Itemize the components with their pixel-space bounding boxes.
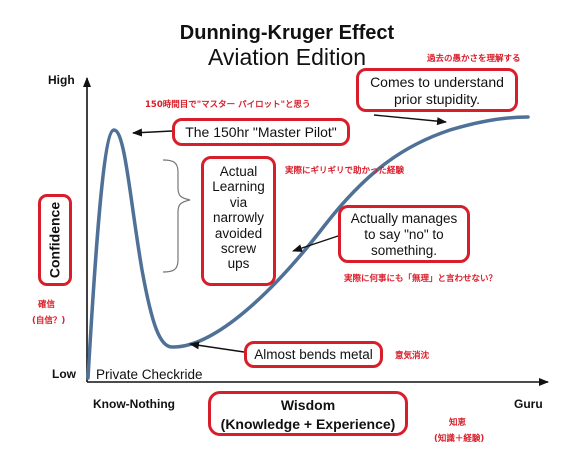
y-axis-jp-1: 確信 xyxy=(38,300,56,310)
x-axis-title: Wisdom xyxy=(280,397,336,413)
arrow-say-no xyxy=(292,233,345,252)
y-axis-high: High xyxy=(48,73,75,87)
diagram-subtitle: Aviation Edition xyxy=(207,44,367,70)
bends-metal-box: Almost bends metal xyxy=(244,341,383,368)
confidence-curve xyxy=(86,115,530,380)
learning-line-4: narrowly xyxy=(212,210,264,226)
x-axis-right: Guru xyxy=(514,397,543,411)
bends-metal-text: Almost bends metal xyxy=(254,347,373,362)
master-pilot-box: The 150hr "Master Pilot" xyxy=(172,118,350,146)
checkride-label: Private Checkride xyxy=(96,367,203,382)
say-no-box: Actually manages to say "no" to somethin… xyxy=(338,205,470,263)
y-axis-jp-2: (自信？) xyxy=(32,316,66,326)
wisdom-box: Wisdom (Knowledge + Experience) xyxy=(208,391,408,436)
subtitle-jp: 過去の愚かさを理解する xyxy=(427,54,521,64)
x-axis-jp-1: 知恵 xyxy=(449,418,467,428)
x-axis-subtitle: (Knowledge + Experience) xyxy=(220,416,396,432)
understand-line-2: prior stupidity. xyxy=(393,91,481,107)
learning-line-2: Learning xyxy=(212,179,265,195)
learning-line-5: avoided xyxy=(214,225,263,241)
say-no-line-3: something. xyxy=(370,243,438,258)
master-pilot-jp: 150時間目で"マスター パイロット"と思う xyxy=(145,100,311,110)
arrow-understand xyxy=(373,114,447,126)
say-no-line-2: to say "no" to xyxy=(364,227,444,242)
x-axis-left: Know-Nothing xyxy=(93,397,175,411)
understand-line-1: Comes to understand xyxy=(370,74,504,90)
learning-box: Actual Learning via narrowly avoided scr… xyxy=(201,156,276,286)
y-axis-title: Confidence xyxy=(46,201,63,279)
confidence-box: Confidence xyxy=(38,194,72,286)
understand-box: Comes to understand prior stupidity. xyxy=(356,68,518,112)
y-axis-low: Low xyxy=(52,367,76,381)
learning-jp: 実際にギリギリで助かった経験 xyxy=(285,166,405,176)
master-pilot-text: The 150hr "Master Pilot" xyxy=(185,124,337,140)
arrow-master-pilot xyxy=(132,128,173,137)
diagram-title: Dunning-Kruger Effect xyxy=(179,22,395,44)
learning-line-3: via xyxy=(229,194,248,210)
learning-brace xyxy=(162,159,191,273)
x-axis-jp-2: (知識＋経験) xyxy=(434,434,485,444)
learning-line-7: ups xyxy=(227,256,250,272)
learning-line-1: Actual xyxy=(219,164,258,179)
arrow-bends-metal xyxy=(189,341,245,353)
say-no-line-1: Actually manages xyxy=(350,211,458,226)
learning-line-6: screw xyxy=(220,241,257,257)
bends-metal-jp: 意気消沈 xyxy=(395,351,430,361)
say-no-jp: 実際に何事にも「無理」と言わせない？ xyxy=(344,274,498,284)
